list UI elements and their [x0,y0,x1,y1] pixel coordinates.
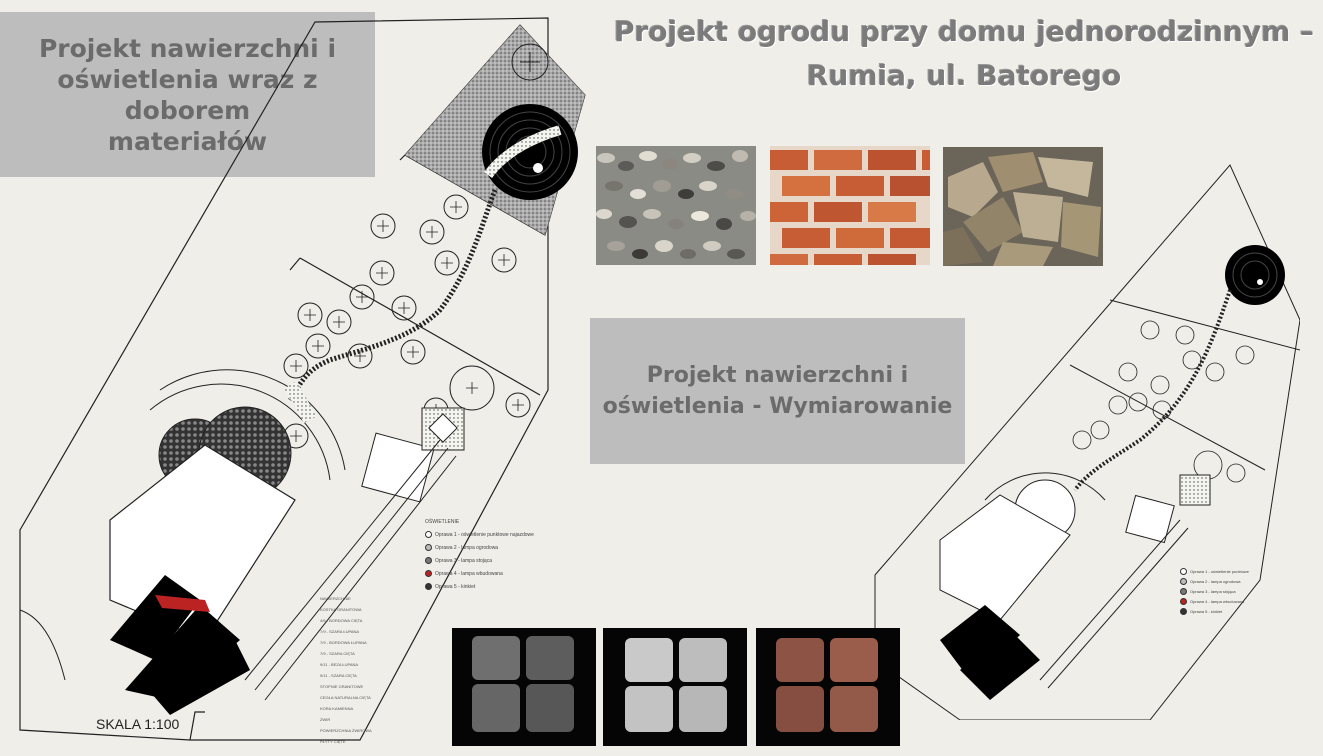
house-footprint-right [939,494,1071,621]
tree-symbol [511,43,549,81]
materials-list-item: POWIERZCHNIA ŻWIROWA [320,728,372,733]
legend-item: Oprawa 4 - lampa wbudowana [425,567,534,580]
dimensions-title-line-1: Projekt nawierzchni i [646,363,909,388]
legend-item: Oprawa 2 - lampa ogrodowa [1180,576,1249,586]
materials-panel-title: Projekt nawierzchni i oświetlenia wraz z… [0,12,375,177]
legend-item: Oprawa 3 - lampa stojąca [425,554,534,567]
tree-group [283,194,531,449]
materials-list-item: 9/11 - SZARA CIĘTA [320,673,357,678]
gravel-swatch [596,146,756,265]
materials-list-item: 7/9 - BORDOWA ŁUPANA [320,640,367,645]
materials-list-item: STOPNIE GRANITOWE [320,684,364,689]
materials-list-item: PŁYTY CIĘTE [320,739,346,744]
materials-title-line-2: oświetlenia wraz z doborem [57,64,318,125]
materials-list-item: 7/9 - SZARA ŁUPANA [320,629,360,634]
brick-swatch [770,146,930,265]
materials-list-item: 7/9 - SZARA CIĘTA [320,651,355,656]
dimensions-panel-title: Projekt nawierzchni i oświetlenia - Wymi… [590,318,965,464]
materials-list-item: NAWIERZCHNIE [320,596,351,601]
materials-list-item: KORA KAMIENNA [320,706,354,711]
entrance-paving [110,575,250,715]
red-granite-cobble-swatch [756,628,900,746]
grey-granite-cobble-swatch [603,628,747,746]
lighting-legend-right: Oprawa 1 - oświetlenie punktowe Oprawa 2… [1180,566,1249,616]
garden-plan-right [874,164,1300,720]
stone-swatch [943,147,1103,266]
legend-item: Oprawa 1 - oświetlenie punktowe [1180,566,1249,576]
garden-plan-left [19,17,586,741]
tree-group-right [1072,320,1255,483]
fire-pit-circle-right [1225,245,1285,305]
materials-list: NAWIERZCHNIE KOSTKA GRANITOWA 4/6 - BORD… [320,593,372,747]
legend-item: Oprawa 1 - oświetlenie punktowe najazdow… [425,528,534,541]
materials-list-item: ŻWIR [320,717,331,722]
page-title-line-1: Projekt ogrodu przy domu jednorodzinnym … [613,15,1315,48]
legend-item: Oprawa 5 - kinkiet [425,580,534,593]
legend-item: Oprawa 3 - lampa stojąca [1180,586,1249,596]
materials-list-item: 4/6 - BORDOWA CIĘTA [320,618,363,623]
page-title-line-2: Rumia, ul. Batorego [806,59,1122,92]
page-title: Projekt ogrodu przy domu jednorodzinnym … [605,10,1323,98]
path-stepping-stones [287,189,498,402]
scale-label: SKALA 1:100 [96,716,180,732]
legend-heading: OŚWIETLENIE [425,518,460,525]
legend-item: Oprawa 4 - lampa wbudowana [1180,596,1249,606]
dimensions-title-line-2: oświetlenia - Wymiarowanie [602,394,953,419]
fire-pit-circle [482,104,578,200]
lighting-legend-left: OŚWIETLENIE Oprawa 1 - oświetlenie punkt… [425,515,534,593]
materials-list-item: KOSTKA GRANITOWA [320,607,362,612]
plot-outline [19,17,549,741]
materials-list-item: CEGŁA NATURALNA CIĘTA [320,695,371,700]
dark-granite-cobble-swatch [452,628,596,746]
materials-title-line-1: Projekt nawierzchni i [38,33,337,63]
legend-item: Oprawa 2 - lampa ogrodowa [425,541,534,554]
legend-item: Oprawa 5 - kinkiet [1180,606,1249,616]
materials-list-item: 9/11 - BEZA ŁUPANA [320,662,359,667]
